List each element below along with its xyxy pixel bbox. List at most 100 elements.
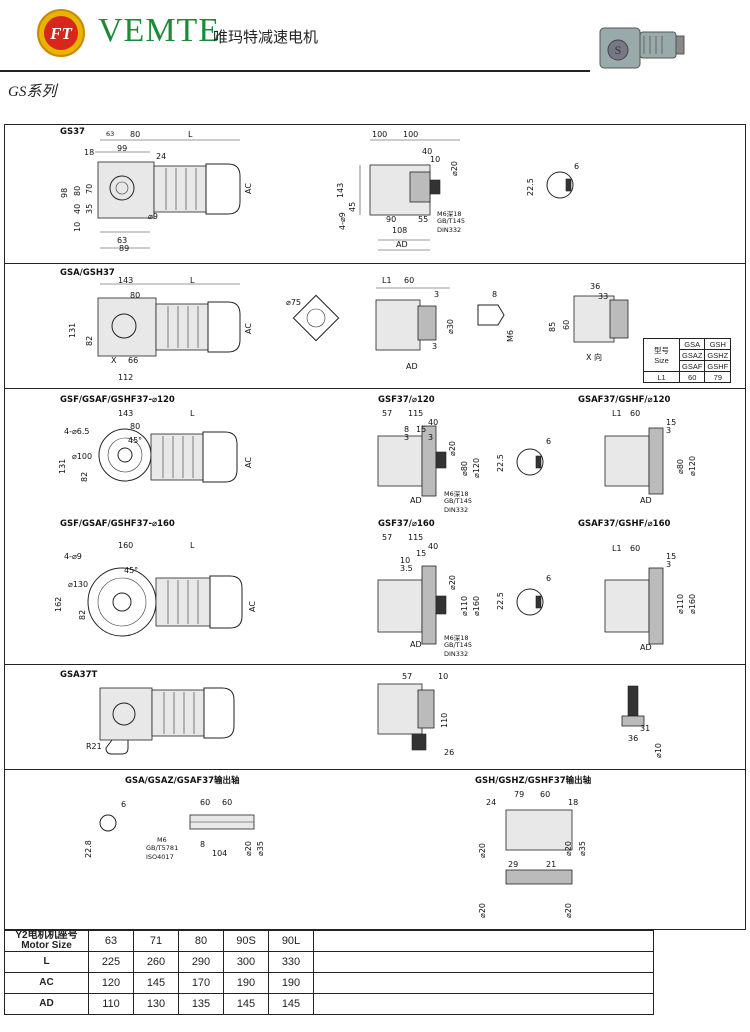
dim-label: 143 (118, 276, 134, 285)
dim-label: 45° (128, 436, 143, 445)
dim-label: ⌀35 (578, 841, 587, 856)
table-cell: 71 (133, 930, 179, 952)
x-view-label: X 向 (586, 353, 603, 362)
dim-label: ⌀130 (68, 580, 89, 589)
dim-label: 60 (630, 544, 641, 553)
dim-label: 45° (124, 566, 139, 575)
dim-label: 57 (402, 672, 413, 681)
dim-label: 3 (666, 426, 672, 435)
brand-name-cn: 唯玛特减速电机 (213, 28, 319, 46)
subtitle-gsaf160: GSAF37/GSHF/⌀160 (578, 519, 671, 529)
series-title: GS系列 (8, 84, 57, 100)
dim-label: 115 (408, 533, 424, 542)
gear-motor-photo: S (599, 27, 685, 69)
dim-label: ⌀20 (564, 841, 573, 856)
dim-label: 31 (640, 724, 651, 733)
dim-label: ⌀20 (478, 903, 487, 918)
dim-label: 60 (222, 798, 233, 807)
table-cell: 90L (268, 930, 314, 952)
table-row-label: AD (4, 993, 89, 1015)
dim-label: L (190, 409, 195, 418)
dim-label: ⌀20 (448, 575, 457, 590)
dim-label: 60 (540, 790, 551, 799)
dim-label: DIN332 (444, 650, 469, 658)
dim-label: 10 (430, 155, 441, 164)
dim-label: 36 (590, 282, 601, 291)
table-cell: GSHZ (704, 349, 732, 361)
table-cell: GSH (704, 338, 732, 350)
table-cell: GSHF (704, 360, 732, 372)
dim-label: 3 (404, 433, 410, 442)
dim-label: 55 (418, 215, 429, 224)
dim-label: GB/T145 (444, 497, 473, 505)
dim-label: AC (244, 457, 253, 468)
dim-label: M6深18 (444, 490, 469, 498)
dim-label: 3 (434, 290, 440, 299)
section-divider (4, 769, 746, 770)
dim-label: L (188, 130, 193, 139)
table-cell: GSA (678, 338, 706, 350)
dim-label: ⌀75 (286, 298, 301, 307)
dim-label: 104 (212, 849, 228, 858)
table-cell: 190 (268, 972, 314, 994)
dim-label: 143 (118, 409, 134, 418)
table-cell (313, 930, 654, 952)
table-cell: 90S (223, 930, 269, 952)
dim-label: L (190, 276, 195, 285)
gsf160-front-view (87, 567, 243, 637)
dim-label: 60 (404, 276, 415, 285)
dim-label: 79 (514, 790, 525, 799)
dim-label: ISO4017 (146, 853, 174, 861)
dim-label: 82 (78, 609, 87, 620)
dim-label: 10 (73, 221, 82, 232)
table-cell (313, 951, 654, 973)
table-cell: 225 (88, 951, 134, 973)
dim-label: 6 (121, 800, 127, 809)
section-divider (4, 664, 746, 665)
table-cell: 60 (678, 371, 706, 383)
dim-label: 15 (416, 549, 427, 558)
dim-label: 80 (130, 291, 141, 300)
shaft-right-detail (505, 809, 573, 885)
section-title-gsf160: GSF/GSAF/GSHF37-⌀160 (60, 519, 175, 529)
gsaf160-side-view (604, 567, 664, 645)
dim-label: AD (410, 640, 422, 649)
dim-label: ⌀30 (446, 319, 455, 334)
gsa37-flange-view (292, 294, 340, 342)
dim-label: 89 (119, 244, 130, 253)
table-cell (313, 993, 654, 1015)
dim-label: ⌀20 (478, 843, 487, 858)
dim-label: 57 (382, 533, 393, 542)
dim-label: 10 (438, 672, 449, 681)
table-cell: 290 (178, 951, 224, 973)
gsa37t-front-view (99, 687, 235, 755)
dim-label: AC (248, 601, 257, 612)
table-cell: 80 (178, 930, 224, 952)
section-divider (4, 263, 746, 264)
dim-label: ⌀9 (148, 212, 158, 221)
dim-label: 33 (598, 292, 609, 301)
dim-label: 63 (106, 130, 115, 138)
dim-label: AD (396, 240, 408, 249)
dim-label: 35 (85, 203, 94, 214)
subtitle-gsf120: GSF37/⌀120 (378, 395, 435, 405)
dim-label: 3 (428, 433, 434, 442)
shaft-key-section (516, 588, 544, 616)
table-cell: 145 (223, 993, 269, 1015)
dim-label: 22.5 (496, 454, 505, 472)
dim-label: 15 (666, 552, 677, 561)
dim-label: 21 (546, 860, 557, 869)
dim-label: 40 (73, 203, 82, 214)
dim-label: GB/T5781 (146, 844, 179, 852)
section-title-shaft-left: GSA/GSAZ/GSAF37输出轴 (125, 776, 240, 786)
table-row: AD 110 130 135 145 145 (4, 993, 654, 1015)
dim-label: 85 (548, 321, 557, 332)
dim-label: ⌀20 (448, 441, 457, 456)
dim-label: 115 (408, 409, 424, 418)
svg-text:S: S (615, 43, 622, 57)
dim-label: ⌀110 (676, 593, 685, 614)
table-cell: GSAZ (678, 349, 706, 361)
